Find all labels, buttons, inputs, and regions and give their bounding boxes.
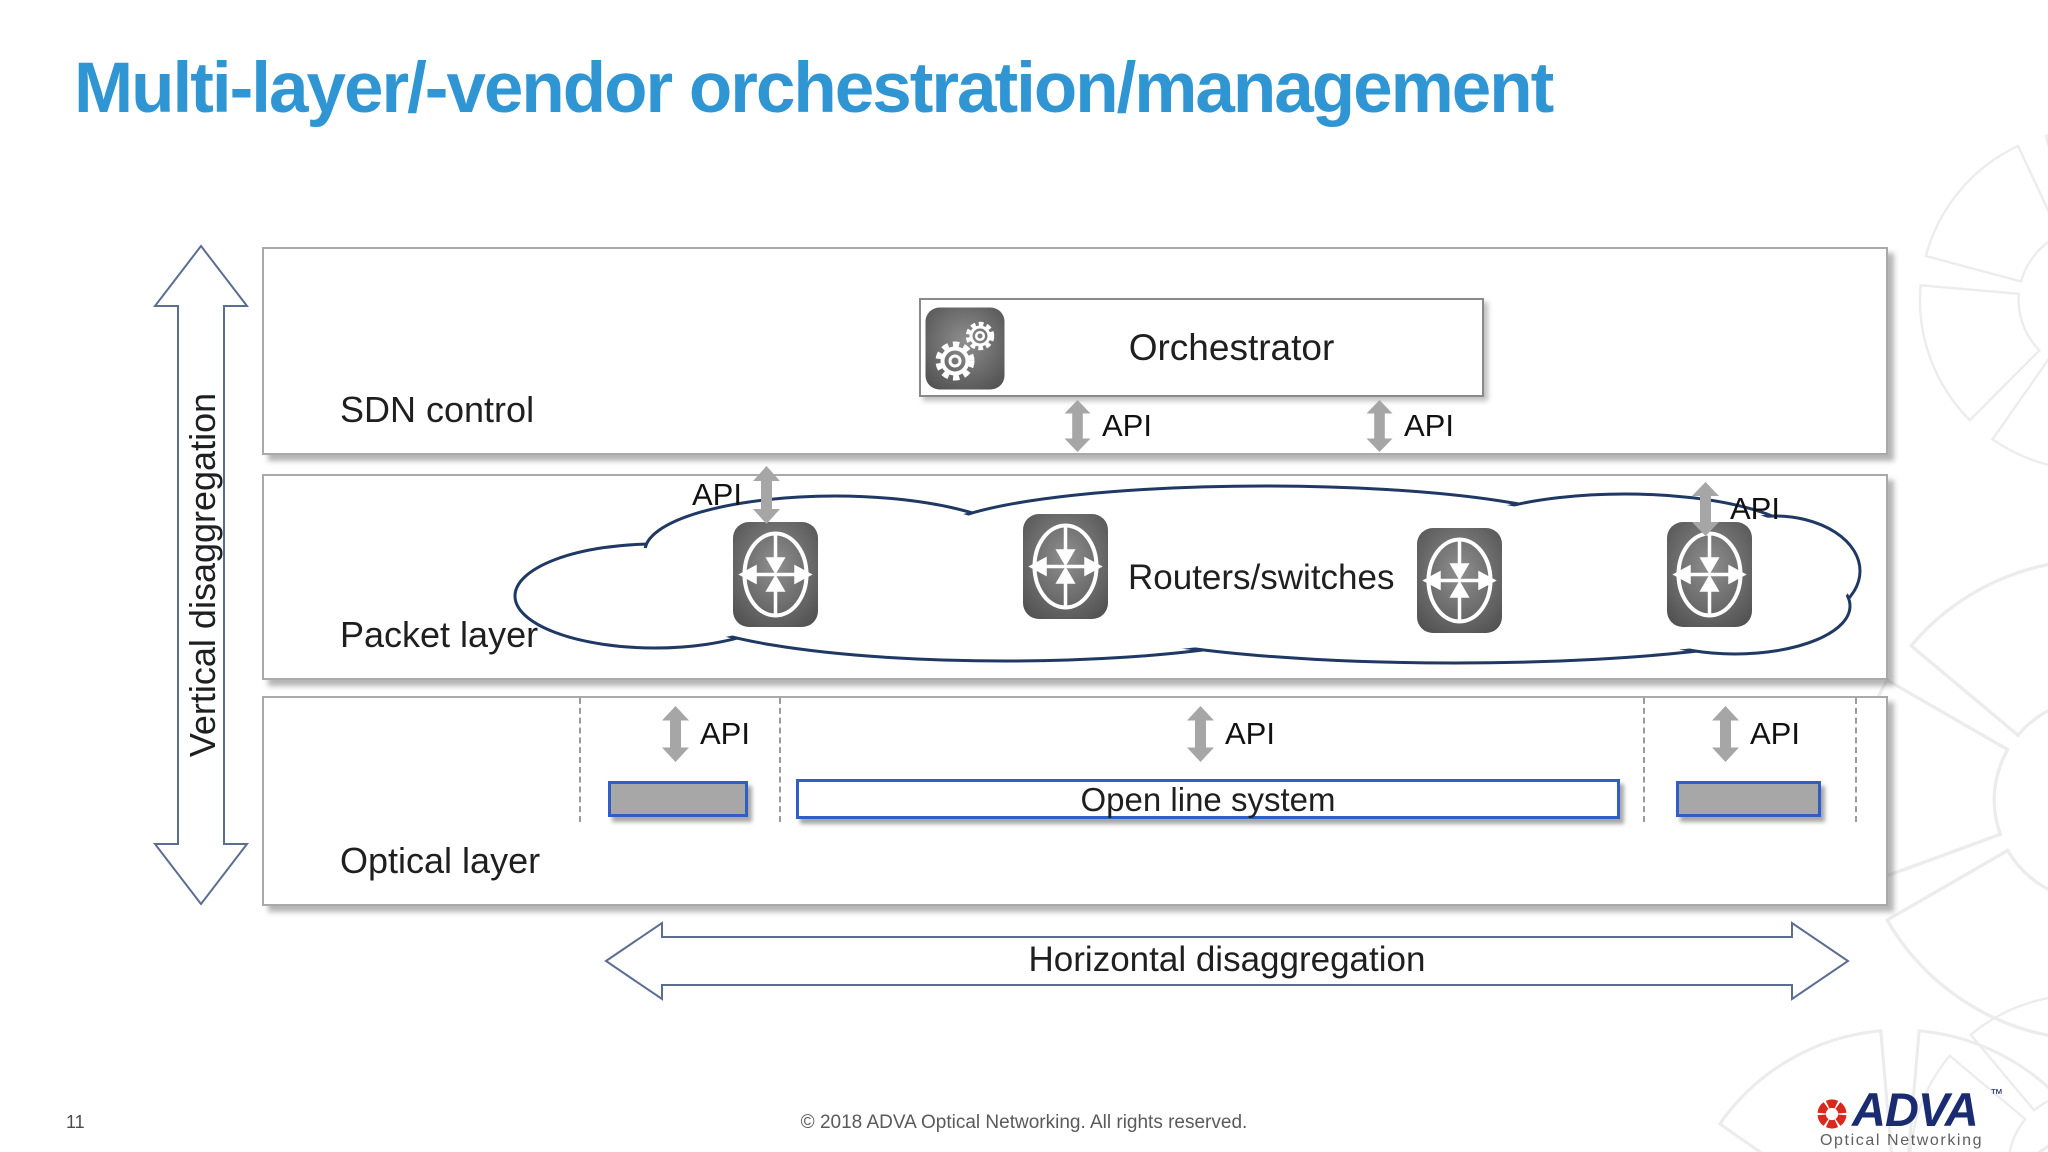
layer-label-packet-layer: Packet layer — [340, 614, 539, 655]
orchestrator-label: Orchestrator — [1128, 327, 1335, 368]
api-label: API — [692, 477, 742, 512]
dashed-separator — [579, 698, 581, 822]
logo-subtitle: Optical Networking — [1820, 1132, 1984, 1149]
api-arrow-icon — [1712, 706, 1739, 762]
logo-brand: ADVA — [1852, 1083, 1979, 1136]
dashed-separator — [1855, 698, 1857, 822]
horizontal-disaggregation-arrow-icon — [604, 918, 1850, 1004]
api-arrow-icon — [1064, 400, 1091, 452]
api-label: API — [1404, 408, 1454, 443]
api-label: API — [1750, 716, 1800, 751]
horizontal-axis-label: Horizontal disaggregation — [1028, 940, 1426, 979]
optical-device-box — [1676, 781, 1821, 817]
copyright: © 2018 ADVA Optical Networking. All righ… — [800, 1112, 1248, 1133]
api-label: API — [1102, 408, 1152, 443]
router-icon — [1417, 528, 1502, 633]
api-marker: API — [1366, 400, 1454, 452]
api-marker: API — [1064, 400, 1152, 452]
adva-logo: ADVA ™ Optical Networking — [1790, 1082, 2048, 1152]
orchestrator-box: Orchestrator — [919, 298, 1484, 397]
api-label: API — [1225, 716, 1275, 751]
gears-icon — [925, 307, 1005, 390]
layer-label-sdn-control: SDN control — [340, 389, 535, 430]
logo-trademark: ™ — [1990, 1086, 2003, 1101]
api-label: API — [700, 716, 750, 751]
dashed-separator — [779, 698, 781, 822]
api-marker: API — [662, 706, 750, 762]
router-icon — [1667, 522, 1752, 627]
api-arrow-icon — [752, 466, 780, 524]
dashed-separator — [1643, 698, 1645, 822]
api-marker: API — [1712, 706, 1800, 762]
page-title: Multi-layer/-vendor orchestration/manage… — [74, 49, 1554, 128]
api-arrow-icon — [1366, 400, 1393, 452]
logo-wheel-icon — [1816, 1098, 1848, 1130]
api-label: API — [1730, 491, 1780, 526]
open-line-system-label: Open line system — [1080, 781, 1336, 818]
api-arrow-icon — [1692, 482, 1719, 536]
router-icon — [1023, 514, 1108, 619]
vertical-axis-label: Vertical disaggregation — [182, 392, 223, 758]
api-arrow-icon — [1187, 706, 1214, 762]
routers-switches-label: Routers/switches — [1128, 558, 1395, 597]
layer-label-optical-layer: Optical layer — [340, 840, 541, 881]
page-number: 11 — [66, 1112, 85, 1132]
api-marker: API — [692, 466, 780, 524]
vertical-disaggregation-arrow-icon — [152, 244, 250, 906]
open-line-system-box: Open line system — [796, 779, 1620, 819]
api-marker: API — [1187, 706, 1275, 762]
optical-device-box — [608, 781, 748, 817]
api-arrow-icon — [662, 706, 689, 762]
router-icon — [733, 522, 818, 627]
api-marker: API — [1692, 482, 1780, 536]
